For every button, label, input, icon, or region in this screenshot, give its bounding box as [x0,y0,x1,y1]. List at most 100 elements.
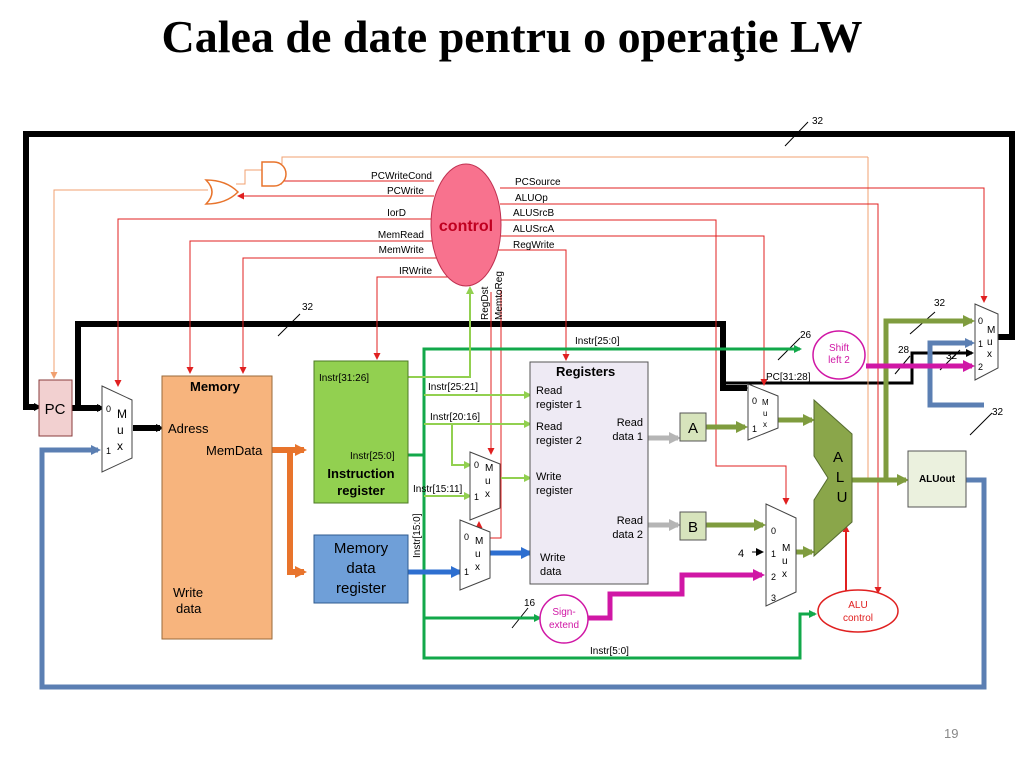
alusrcb-mux: 0 1 2 3 M u x 4 [738,503,797,607]
svg-text:0: 0 [978,316,983,326]
register-file: Registers Read register 1 Read register … [529,361,649,585]
register-a: A [679,412,707,442]
svg-text:Shift: Shift [829,343,849,354]
svg-text:Instr[25:21]: Instr[25:21] [428,382,478,393]
svg-text:Instr[15:0]: Instr[15:0] [412,513,423,558]
svg-text:Instr[31:26]: Instr[31:26] [319,373,369,384]
svg-text:Instr[25:0]: Instr[25:0] [575,336,620,347]
pc-to-alu-mux-bus [75,321,747,408]
svg-text:1: 1 [978,339,983,349]
pc-label: PC [45,401,66,418]
svg-text:26: 26 [800,330,812,341]
svg-text:PCWriteCond: PCWriteCond [371,171,432,182]
svg-text:1: 1 [752,424,757,434]
memory-block: Memory Adress MemData Write data [161,375,273,640]
page-number: 19 [944,726,959,741]
svg-text:x: x [987,349,992,360]
svg-text:32: 32 [812,116,824,127]
svg-text:data 2: data 2 [612,529,643,541]
svg-text:Instruction: Instruction [327,466,394,481]
memdata-to-mdr [287,450,307,578]
svg-text:2: 2 [771,572,776,582]
svg-text:Write: Write [173,585,203,600]
memory-title: Memory [190,379,241,394]
svg-text:16: 16 [524,598,536,609]
svg-text:u: u [763,409,767,418]
svg-text:ALU: ALU [848,600,867,611]
svg-text:control: control [843,613,873,624]
svg-text:control: control [439,218,493,235]
svg-text:Instr[5:0]: Instr[5:0] [590,646,629,657]
svg-text:MemtoReg: MemtoReg [494,271,505,320]
svg-text:PC[31:28]: PC[31:28] [766,372,811,383]
instr-5-0-wire [422,455,817,660]
svg-text:register: register [536,485,573,497]
svg-text:M: M [987,325,995,336]
svg-text:data: data [346,560,376,577]
svg-text:M: M [782,543,790,554]
instr-25-0-wire [408,345,802,457]
svg-text:IRWrite: IRWrite [399,266,432,277]
svg-text:u: u [782,556,788,567]
svg-text:register 1: register 1 [536,399,582,411]
svg-text:32: 32 [934,298,946,309]
svg-text:PCSource: PCSource [515,177,561,188]
pcwrite-enable-wire [50,189,208,379]
svg-text:28: 28 [898,345,910,356]
svg-text:3: 3 [771,593,776,603]
control-signal-labels: PCWriteCond PCWrite IorD MemRead MemWrit… [371,171,561,320]
alusrca-mux: 0 1 M u x [747,383,779,441]
svg-text:Instr[20:16]: Instr[20:16] [430,412,480,423]
svg-text:32: 32 [992,407,1004,418]
alu-control: ALU control [817,589,899,633]
svg-text:B: B [688,519,698,536]
register-b: B [679,511,707,541]
svg-text:x: x [485,489,490,500]
svg-text:0: 0 [474,460,479,470]
svg-text:Read: Read [617,515,643,527]
svg-text:ALUSrcA: ALUSrcA [513,224,554,235]
svg-text:u: u [475,549,481,560]
svg-text:u: u [987,337,993,348]
svg-text:ALUSrcB: ALUSrcB [513,208,554,219]
or-gate [204,179,240,205]
svg-text:register: register [337,483,385,498]
svg-text:ALUout: ALUout [919,474,956,485]
svg-text:RegDst: RegDst [480,286,491,320]
svg-text:Write: Write [536,471,561,483]
svg-text:Read: Read [536,385,562,397]
svg-text:u: u [117,423,124,437]
svg-text:MemRead: MemRead [378,230,424,241]
svg-text:32: 32 [946,351,958,362]
svg-text:1: 1 [474,492,479,502]
svg-text:M: M [485,463,493,474]
svg-text:M: M [117,407,127,421]
svg-text:Read: Read [617,417,643,429]
slide-title: Calea de date pentru o operaţie LW [161,11,863,62]
memory-data-register: Memory data register [313,534,409,604]
aluout-register: ALUout [907,450,967,508]
svg-text:x: x [763,420,767,429]
opcode-to-control [408,286,474,378]
svg-text:0: 0 [464,532,469,542]
svg-text:2: 2 [978,362,983,372]
svg-text:data: data [176,601,202,616]
svg-text:data 1: data 1 [612,431,643,443]
aluout-feedback [39,445,987,690]
svg-text:left 2: left 2 [828,355,850,366]
svg-text:Read: Read [536,421,562,433]
svg-text:M: M [762,398,769,407]
svg-text:M: M [475,536,483,547]
svg-text:Instr[25:0]: Instr[25:0] [350,451,395,462]
svg-text:A: A [833,449,843,466]
svg-text:1: 1 [771,549,776,559]
svg-text:A: A [688,420,698,437]
svg-text:Instr[15:11]: Instr[15:11] [413,484,463,495]
svg-text:1: 1 [464,567,469,577]
svg-text:PCWrite: PCWrite [387,186,424,197]
svg-text:1: 1 [106,446,111,456]
svg-text:Memory: Memory [334,540,389,557]
svg-text:U: U [837,489,848,506]
svg-text:RegWrite: RegWrite [513,240,555,251]
